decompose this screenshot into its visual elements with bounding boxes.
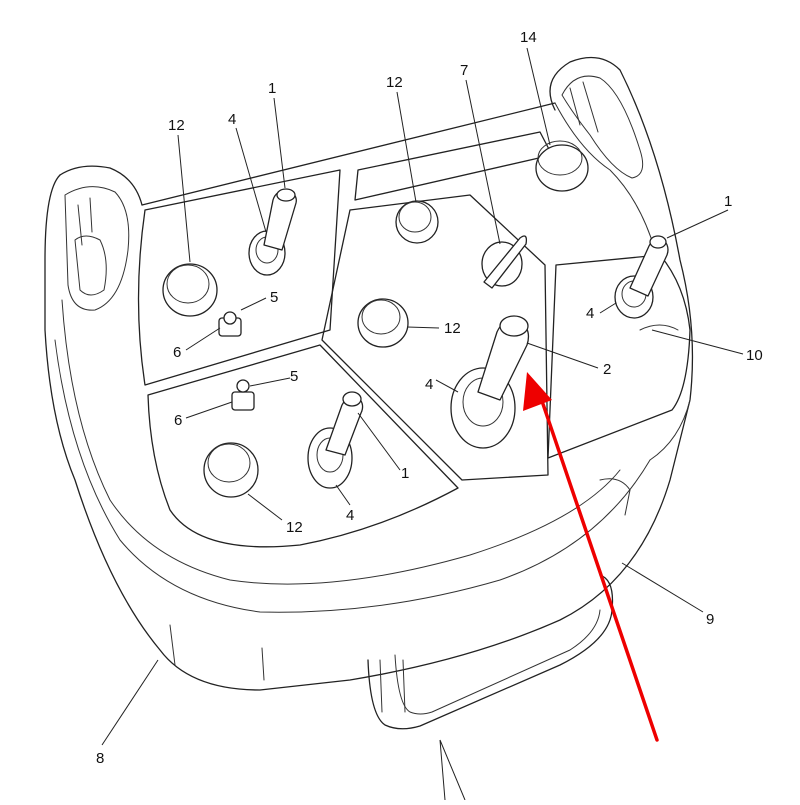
label-6-upper: 6 xyxy=(173,344,181,361)
label-4-right: 4 xyxy=(586,305,594,322)
joystick-center xyxy=(450,315,530,449)
label-10: 10 xyxy=(746,347,763,364)
label-14: 14 xyxy=(520,29,537,46)
joystick-bottom xyxy=(307,391,364,489)
housing xyxy=(44,56,694,801)
leader-lines xyxy=(101,47,744,746)
red-pointer-arrow xyxy=(523,372,659,742)
label-4-center: 4 xyxy=(425,376,433,393)
joysticks xyxy=(248,188,669,489)
joystick-top-left xyxy=(248,188,297,276)
label-1-right: 1 xyxy=(724,193,732,210)
label-8: 8 xyxy=(96,750,104,767)
button-14 xyxy=(535,140,589,192)
callout-labels: 12 4 1 5 6 5 6 12 7 14 12 4 2 1 4 10 1 4… xyxy=(96,29,763,767)
button-top-left xyxy=(162,263,218,317)
button-center xyxy=(357,298,409,348)
label-7: 7 xyxy=(460,62,468,79)
label-5-lower: 5 xyxy=(290,368,298,385)
label-1-bottom: 1 xyxy=(401,465,409,482)
label-12-center: 12 xyxy=(444,320,461,337)
toggle-switch-lower xyxy=(231,379,255,411)
joystick-right xyxy=(614,235,669,319)
label-12-bottom: 12 xyxy=(286,519,303,536)
label-4-top-left: 4 xyxy=(228,111,236,128)
key-switch xyxy=(481,235,528,289)
label-1-top-left: 1 xyxy=(268,80,276,97)
label-12-top-left: 12 xyxy=(168,117,185,134)
button-bottom-left xyxy=(203,442,259,498)
button-top-center xyxy=(395,200,439,244)
label-12-top-center: 12 xyxy=(386,74,403,91)
label-9: 9 xyxy=(706,611,714,628)
label-4-bottom: 4 xyxy=(346,507,354,524)
push-buttons xyxy=(162,140,589,498)
label-6-lower: 6 xyxy=(174,412,182,429)
label-2: 2 xyxy=(603,361,611,378)
toggle-switch-upper xyxy=(218,311,242,337)
toggle-switches xyxy=(218,311,255,411)
label-5-upper: 5 xyxy=(270,289,278,306)
